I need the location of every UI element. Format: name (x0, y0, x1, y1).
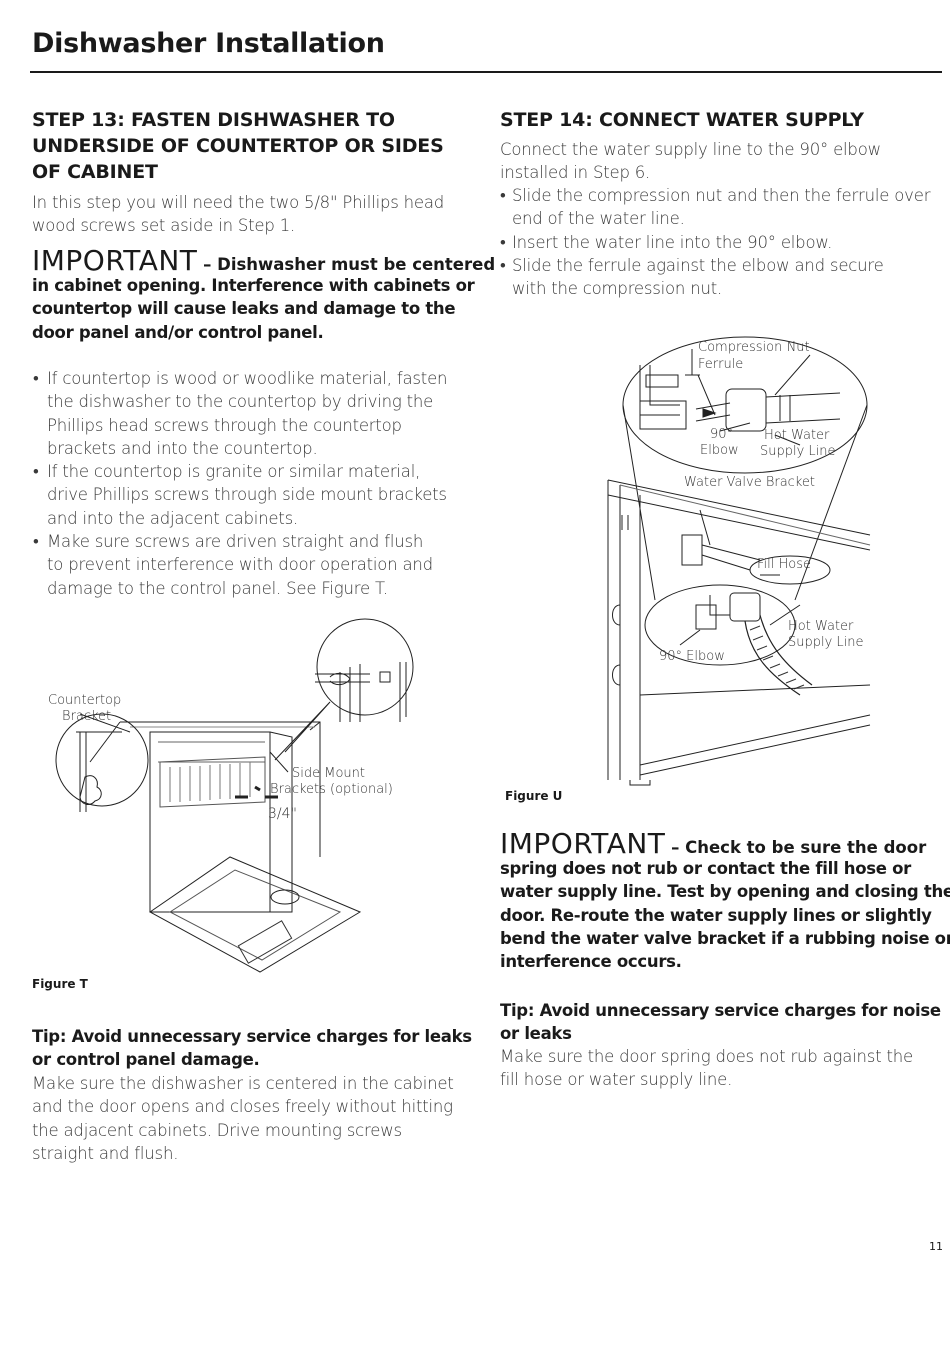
important-label: IMPORTANT (500, 827, 666, 860)
callout-hot-water-bottom: Hot Water Supply Line (788, 619, 864, 651)
list-item: Slide the compression nut and then the f… (500, 184, 945, 231)
step13-bullet-list: If countertop is wood or woodlike materi… (33, 367, 493, 600)
step13-important: IMPORTANT – Dishwasher must be centered … (32, 244, 496, 344)
bullet-line: Slide the ferrule against the elbow and … (512, 255, 884, 275)
important-line: countertop will cause leaks and damage t… (32, 299, 456, 319)
step14-tip-heading: Tip: Avoid unnecessary service charges f… (500, 999, 945, 1046)
step14-heading: STEP 14: CONNECT WATER SUPPLY (500, 109, 864, 131)
tip-body-line: fill hose or water supply line. (500, 1070, 733, 1090)
important-line: door panel and/or control panel. (32, 322, 324, 342)
figure-u-label: Figure U (505, 789, 563, 803)
list-item: Insert the water line into the 90° elbow… (500, 231, 945, 255)
callout-line: Hot Water (764, 428, 830, 443)
bullet-line: Phillips head screws through the counter… (47, 415, 402, 435)
tip-heading-line: or leaks (500, 1024, 572, 1044)
callout-line: Brackets (optional) (270, 782, 393, 797)
figure-u-illustration (600, 335, 880, 795)
step13-heading: STEP 13: FASTEN DISHWASHER TO UNDERSIDE … (32, 107, 492, 185)
bullet-line: brackets and into the countertop. (47, 438, 318, 458)
step14-intro: Connect the water supply line to the 90°… (500, 138, 945, 185)
bullet-line: drive Phillips screws through side mount… (47, 485, 447, 505)
tip-heading-line: Tip: Avoid unnecessary service charges f… (500, 1001, 941, 1020)
tip-body-line: straight and flush. (32, 1143, 179, 1163)
step14-intro-line: installed in Step 6. (500, 163, 651, 183)
page-number: 11 (929, 1240, 943, 1253)
important-label: IMPORTANT (32, 244, 198, 277)
callout-hot-water-top: Hot Water Supply Line (760, 428, 836, 460)
bullet-line: Slide the compression nut and then the f… (512, 186, 931, 205)
tip-body-line: and the door opens and closes freely wit… (32, 1097, 453, 1117)
callout-countertop-bracket: Countertop Bracket (48, 693, 121, 725)
step13-intro-line: In this step you will need the two 5/8" … (32, 193, 445, 212)
important-line: in cabinet opening. Interference with ca… (32, 276, 475, 295)
important-line: spring does not rub or contact the fill … (500, 859, 911, 878)
callout-elbow-bottom: 90° Elbow (659, 649, 725, 664)
callout-line: Supply Line (760, 444, 836, 459)
step13-intro-line: wood screws set aside in Step 1. (32, 216, 296, 236)
list-item: If the countertop is granite or similar … (33, 460, 493, 530)
important-line: door. Re-route the water supply lines or… (500, 905, 932, 925)
step14-important: IMPORTANT – Check to be sure the door sp… (500, 827, 950, 973)
step13-heading-line: STEP 13: FASTEN DISHWASHER TO (32, 109, 395, 131)
bullet-line: with the compression nut. (512, 279, 723, 299)
bullet-line: Insert the water line into the 90° elbow… (512, 232, 833, 252)
callout-line: Bracket (62, 709, 112, 724)
step13-heading-line: OF CABINET (32, 161, 158, 183)
callout-line: Side Mount (292, 766, 365, 781)
step14-intro-line: Connect the water supply line to the 90°… (500, 140, 881, 159)
callout-line: Hot Water (788, 619, 854, 634)
list-item: Make sure screws are driven straight and… (33, 530, 493, 600)
important-lead: – Check to be sure the door (665, 838, 927, 857)
tip-heading-line: Tip: Avoid unnecessary service charges f… (32, 1027, 472, 1046)
step13-heading-line: UNDERSIDE OF COUNTERTOP OR SIDES (32, 135, 444, 157)
tip-body-line: Make sure the dishwasher is centered in … (32, 1074, 454, 1093)
callout-elbow-top: 90° Elbow (700, 427, 739, 459)
step13-intro: In this step you will need the two 5/8" … (32, 191, 492, 238)
bullet-line: end of the water line. (512, 209, 685, 229)
callout-line: Elbow (700, 443, 739, 458)
tip-heading-line: or control panel damage. (32, 1050, 260, 1070)
bullet-line: damage to the control panel. See Figure … (47, 578, 388, 598)
title-rule (30, 71, 942, 73)
page-title: Dishwasher Installation (32, 28, 385, 59)
important-line: bend the water valve bracket if a rubbin… (500, 928, 950, 948)
step13-tip-body: Make sure the dishwasher is centered in … (32, 1072, 492, 1165)
callout-side-mount: Side Mount Brackets (optional) (270, 766, 393, 798)
callout-line: Countertop (48, 693, 122, 708)
callout-fill-hose: Fill Hose (757, 557, 811, 572)
bullet-line: and into the adjacent cabinets. (47, 508, 299, 528)
bullet-line: If the countertop is granite or similar … (47, 462, 421, 482)
bullet-line: Make sure screws are driven straight and… (47, 532, 424, 552)
step14-tip-body: Make sure the door spring does not rub a… (500, 1045, 945, 1092)
step14-bullet-list: Slide the compression nut and then the f… (500, 184, 945, 300)
bullet-line: If countertop is wood or woodlike materi… (47, 369, 448, 388)
important-lead: – Dishwasher must be centered (197, 255, 496, 274)
bullet-line: to prevent interference with door operat… (47, 555, 433, 575)
callout-ferrule: Ferrule (698, 357, 744, 372)
list-item: Slide the ferrule against the elbow and … (500, 254, 945, 301)
list-item: If countertop is wood or woodlike materi… (33, 367, 493, 460)
bullet-line: the dishwasher to the countertop by driv… (47, 392, 434, 412)
callout-dimension: 3/4" (268, 806, 297, 822)
callout-line: Supply Line (788, 635, 864, 650)
important-line: water supply line. Test by opening and c… (500, 882, 950, 902)
tip-body-line: the adjacent cabinets. Drive mounting sc… (32, 1120, 402, 1140)
important-line: interference occurs. (500, 952, 682, 972)
figure-t-illustration (30, 612, 490, 1002)
step13-tip-heading: Tip: Avoid unnecessary service charges f… (32, 1025, 492, 1072)
figure-t-label: Figure T (32, 977, 88, 991)
callout-compression-nut: Compression Nut (698, 340, 810, 355)
tip-body-line: Make sure the door spring does not rub a… (500, 1047, 913, 1066)
callout-line: 90° (710, 427, 734, 442)
callout-water-valve-bracket: Water Valve Bracket (684, 475, 815, 490)
